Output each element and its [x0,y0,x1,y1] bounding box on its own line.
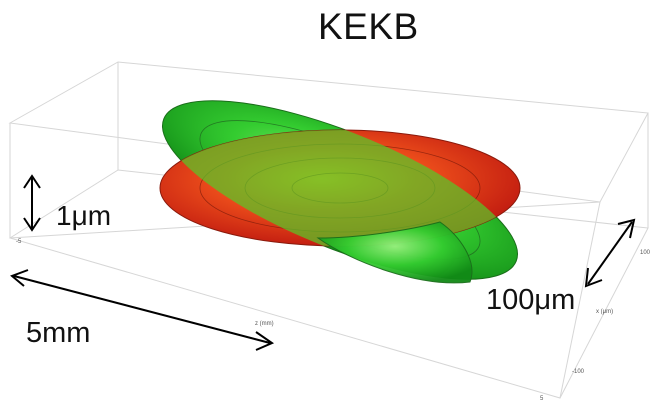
tick-neg-five: -5 [16,239,22,245]
box-edge-front [559,201,601,399]
axis-annotations: z (mm) x (μm) -5 -100 100 5 [16,239,651,402]
green-front-lobe [316,221,473,284]
longitudinal-size-arrow [10,269,275,351]
diagram-title: KEKB [318,6,419,47]
tick-high: 100 [640,250,651,256]
z-axis-label: z (mm) [255,321,274,327]
tick-five: 5 [540,396,544,402]
transverse-size-arrow [584,218,636,288]
green-lobe-lower [316,221,473,284]
transverse-size-label: 100μm [486,284,576,316]
vertical-size-arrow [23,174,41,232]
x-axis-label: x (μm) [596,309,613,315]
vertical-size-label: 1μm [56,200,112,231]
tick-low: -100 [572,369,585,375]
dimension-arrows [10,174,636,351]
longitudinal-size-label: 5mm [26,317,91,349]
